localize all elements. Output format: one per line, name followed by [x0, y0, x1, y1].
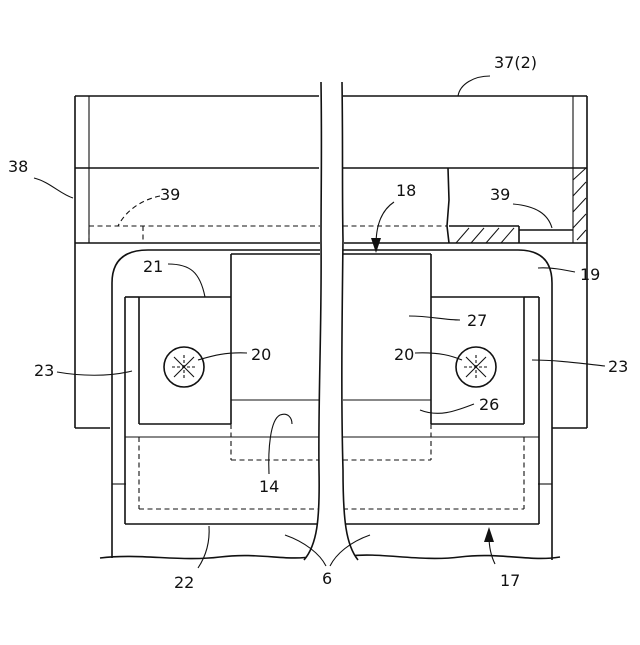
- label-6: 6: [322, 569, 332, 588]
- label-22: 22: [174, 573, 194, 592]
- arrow-17: [484, 527, 495, 564]
- member-39-right: [343, 168, 586, 243]
- arrow-18: [371, 202, 394, 253]
- web-6: [304, 82, 358, 560]
- label-27: 27: [467, 311, 487, 330]
- label-18: 18: [396, 181, 416, 200]
- label-21: 21: [143, 257, 163, 276]
- label-20-right: 20: [394, 345, 414, 364]
- label-17: 17: [500, 571, 520, 590]
- screw-20-right: [456, 347, 496, 387]
- dashed-member-39-left: [89, 226, 320, 243]
- screw-20-left: [164, 347, 204, 387]
- label-20-left: 20: [251, 345, 271, 364]
- label-23-left: 23: [34, 361, 54, 380]
- label-23-right: 23: [608, 357, 628, 376]
- label-38: 38: [8, 157, 28, 176]
- label-19: 19: [580, 265, 600, 284]
- label-37: 37(2): [494, 53, 537, 72]
- label-14: 14: [259, 477, 279, 496]
- plate-21: [139, 297, 231, 424]
- label-26: 26: [479, 395, 499, 414]
- label-39-left: 39: [160, 185, 180, 204]
- label-39-right: 39: [490, 185, 510, 204]
